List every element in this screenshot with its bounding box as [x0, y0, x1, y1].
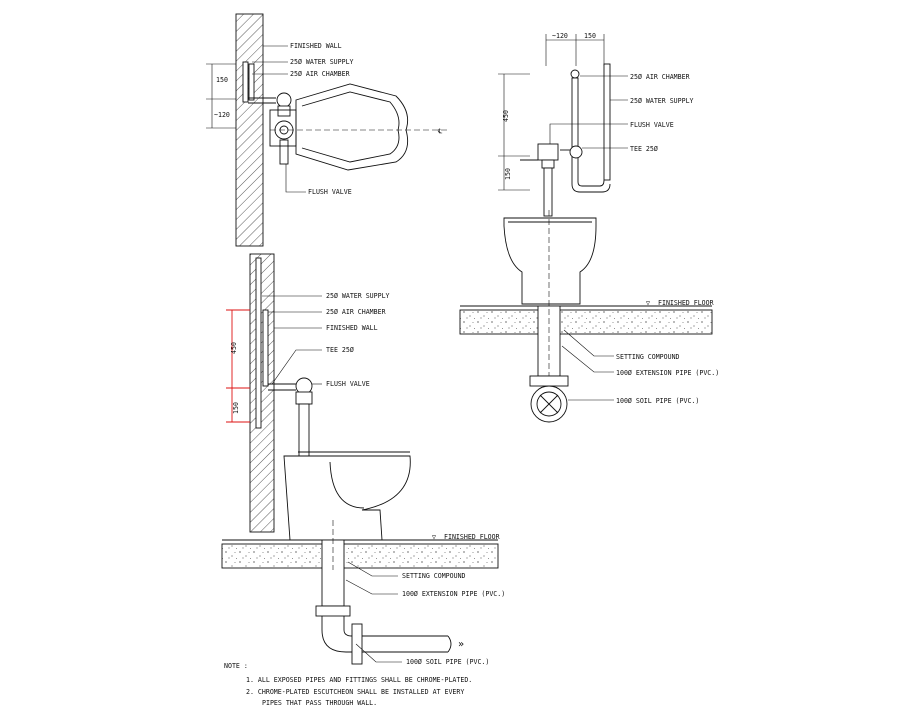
front-label-air-chamber: 25Ø AIR CHAMBER: [630, 73, 690, 81]
notes-heading: NOTE :: [224, 662, 248, 670]
plan-label-water-supply: 25Ø WATER SUPPLY: [290, 58, 354, 66]
side-floor-slab: [221, 543, 499, 569]
front-dim-150: 150: [584, 32, 596, 40]
front-label-flush-valve: FLUSH VALVE: [630, 121, 674, 129]
svg-text:»: »: [458, 639, 464, 650]
side-label-air-chamber: 25Ø AIR CHAMBER: [326, 308, 386, 316]
front-dim-450: 450: [502, 110, 510, 122]
plan-label-finished-wall: FINISHED WALL: [290, 42, 342, 50]
side-label-soil-pipe: 100Ø SOIL PIPE (PVC.): [406, 658, 489, 666]
note-item-2-cont: PIPES THAT PASS THROUGH WALL.: [262, 699, 377, 707]
side-label-water-supply: 25Ø WATER SUPPLY: [326, 292, 390, 300]
side-label-tee: TEE 25Ø: [326, 346, 354, 354]
side-dim-450: 450: [230, 342, 238, 354]
plan-view: 150 ~120 ℄ FINISHED WALL 25Ø WATER SUPPL…: [206, 13, 448, 247]
plan-dim-150: 150: [216, 76, 228, 84]
note-item-1: 1. ALL EXPOSED PIPES AND FITTINGS SHALL …: [246, 676, 472, 684]
side-label-extension-pipe: 100Ø EXTENSION PIPE (PVC.): [402, 590, 505, 598]
centerline-symbol: ℄: [437, 127, 443, 135]
note-item-2: 2. CHROME-PLATED ESCUTCHEON SHALL BE INS…: [246, 688, 464, 696]
side-view: 450 150 ▽ FINISHED FLOOR » 25Ø WATER SUP…: [221, 253, 505, 666]
front-dim-120: ~120: [552, 32, 568, 40]
side-wall: [249, 253, 275, 533]
svg-text:▽: ▽: [646, 299, 650, 307]
front-bowl: [503, 217, 597, 305]
side-bowl: [283, 455, 411, 541]
front-dim-150-lower: 150: [504, 168, 512, 180]
side-label-finished-wall: FINISHED WALL: [326, 324, 378, 332]
plan-label-flush-valve: FLUSH VALVE: [308, 188, 352, 196]
front-label-tee: TEE 25Ø: [630, 145, 658, 153]
svg-text:▽: ▽: [432, 533, 436, 541]
side-label-finished-floor: FINISHED FLOOR: [444, 533, 500, 541]
side-dim-150: 150: [232, 402, 240, 414]
plan-bowl: [295, 83, 409, 171]
notes: NOTE : 1. ALL EXPOSED PIPES AND FITTINGS…: [224, 662, 472, 707]
plan-wall: [235, 13, 264, 247]
front-view: ~120 150 450 150 ▽ FINISHED FLOOR: [459, 32, 719, 423]
front-floor-slab: [459, 309, 713, 335]
plan-dim-120: ~120: [214, 111, 230, 119]
side-label-setting-compound: SETTING COMPOUND: [402, 572, 466, 580]
front-label-setting-compound: SETTING COMPOUND: [616, 353, 680, 361]
front-label-finished-floor: FINISHED FLOOR: [658, 299, 714, 307]
plan-label-air-chamber: 25Ø AIR CHAMBER: [290, 70, 350, 78]
front-label-extension-pipe: 100Ø EXTENSION PIPE (PVC.): [616, 369, 719, 377]
front-label-water-supply: 25Ø WATER SUPPLY: [630, 97, 694, 105]
front-label-soil-pipe: 100Ø SOIL PIPE (PVC.): [616, 397, 699, 405]
side-label-flush-valve: FLUSH VALVE: [326, 380, 370, 388]
